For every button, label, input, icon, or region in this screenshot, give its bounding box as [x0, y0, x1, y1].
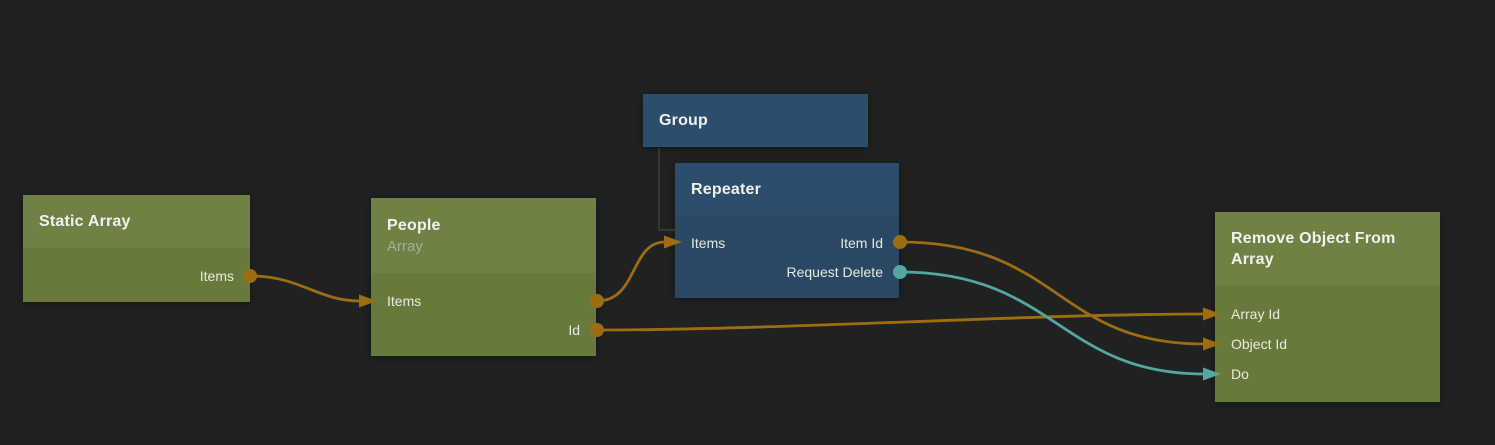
port-id-output[interactable]: Id [568, 321, 580, 338]
port-items-output[interactable]: Items [199, 267, 234, 284]
node-title: Group [659, 112, 708, 129]
wire-people-items-to-repeater-items[interactable] [595, 240, 667, 303]
node-static-array[interactable]: Static Array Items [23, 195, 250, 302]
node-group-header[interactable]: Group [643, 94, 868, 147]
node-group[interactable]: Group [643, 94, 868, 147]
node-title: Static Array [39, 213, 131, 230]
node-people-header[interactable]: People Array [371, 198, 596, 273]
node-repeater[interactable]: Repeater Items Item Id Request Delete [675, 163, 899, 298]
node-remove-header[interactable]: Remove Object From Array [1215, 212, 1440, 285]
node-remove-object-from-array[interactable]: Remove Object From Array Array Id Object… [1215, 212, 1440, 402]
node-title: People [387, 216, 441, 234]
port-request-delete-output[interactable]: Request Delete [786, 263, 883, 280]
port-items[interactable]: Items [387, 292, 422, 309]
node-people-body: Items Id [371, 273, 596, 356]
group-repeater-link [658, 148, 675, 231]
port-items-input[interactable]: Items [691, 234, 726, 251]
node-repeater-header[interactable]: Repeater [675, 163, 899, 216]
port-row: Do [1231, 359, 1424, 389]
node-static-array-header[interactable]: Static Array [23, 195, 250, 248]
port-row: Items [39, 261, 234, 290]
port-row: Request Delete [691, 257, 883, 286]
node-repeater-body: Items Item Id Request Delete [675, 216, 899, 298]
node-people[interactable]: People Array Items Id [371, 198, 596, 356]
node-subtitle: Array [387, 237, 423, 255]
port-object-id-input[interactable]: Object Id [1231, 336, 1288, 352]
port-do-input[interactable]: Do [1231, 366, 1249, 382]
port-row: Items [387, 286, 580, 315]
wire-repeater-requestdelete-to-remove-do[interactable] [898, 270, 1206, 376]
port-row: Object Id [1231, 329, 1424, 359]
port-item-id-output[interactable]: Item Id [840, 234, 883, 251]
wire-staticarray-items-to-people-items[interactable] [249, 274, 362, 303]
port-row: Items Item Id [691, 228, 883, 257]
port-row: Id [387, 315, 580, 344]
wire-people-id-to-remove-array-id[interactable] [595, 312, 1206, 332]
port-array-id-input[interactable]: Array Id [1231, 306, 1281, 322]
node-title: Remove Object From Array [1231, 229, 1396, 268]
node-static-array-body: Items [23, 248, 250, 302]
node-remove-body: Array Id Object Id Do [1215, 285, 1440, 402]
node-title: Repeater [691, 181, 762, 198]
wire-repeater-itemid-to-remove-object-id[interactable] [898, 240, 1206, 346]
port-row: Array Id [1231, 299, 1424, 329]
